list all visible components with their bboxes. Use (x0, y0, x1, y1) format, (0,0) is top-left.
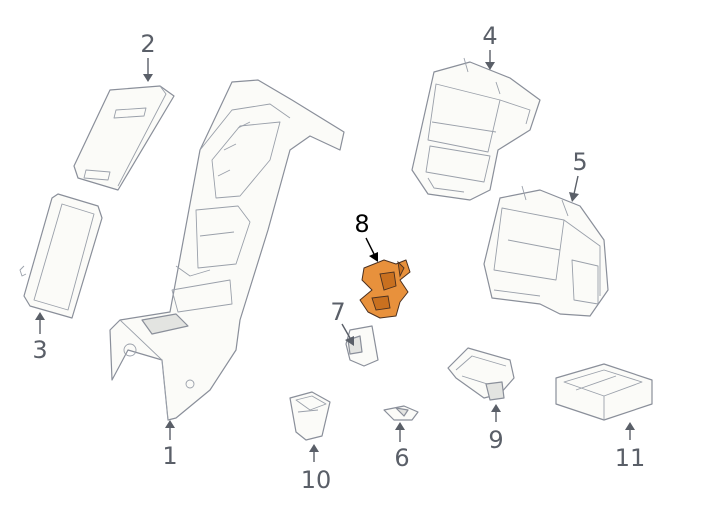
arrow-1 (165, 420, 175, 428)
part-10-cup-insert[interactable] (289, 391, 331, 441)
part-8-bracket-highlighted[interactable] (359, 259, 411, 319)
leader-7 (341, 323, 351, 339)
arrow-9 (491, 404, 501, 412)
callout-7: 7 (330, 298, 345, 326)
arrow-11 (625, 422, 635, 430)
arrow-2 (143, 74, 153, 82)
part-2-armrest-cover[interactable] (73, 85, 175, 191)
part-6-small-bracket[interactable] (383, 405, 419, 421)
leader-8 (365, 237, 375, 255)
callout-9: 9 (488, 426, 503, 454)
arrow-3 (35, 312, 45, 320)
leader-5 (573, 175, 579, 195)
callout-2: 2 (140, 30, 155, 58)
callout-6: 6 (394, 444, 409, 472)
part-7-clip[interactable] (345, 325, 379, 367)
arrow-4 (485, 62, 495, 70)
callout-3: 3 (32, 336, 47, 364)
callout-4: 4 (482, 22, 497, 50)
callout-5: 5 (572, 148, 587, 176)
part-5-vent-housing[interactable] (483, 185, 609, 317)
part-9-duct[interactable] (447, 347, 515, 401)
part-1-console-body[interactable] (109, 79, 345, 421)
callout-1: 1 (162, 442, 177, 470)
callout-10: 10 (301, 466, 332, 494)
arrow-10 (309, 444, 319, 452)
arrow-5 (569, 192, 579, 202)
arrow-7 (345, 336, 354, 346)
part-4-vent-housing[interactable] (411, 57, 541, 201)
callout-11: 11 (615, 444, 646, 472)
arrow-8 (369, 252, 378, 262)
callout-8: 8 (354, 210, 369, 238)
part-3-armrest-lid[interactable] (19, 193, 103, 319)
part-11-storage-tray[interactable] (555, 363, 653, 421)
arrow-6 (395, 422, 405, 430)
